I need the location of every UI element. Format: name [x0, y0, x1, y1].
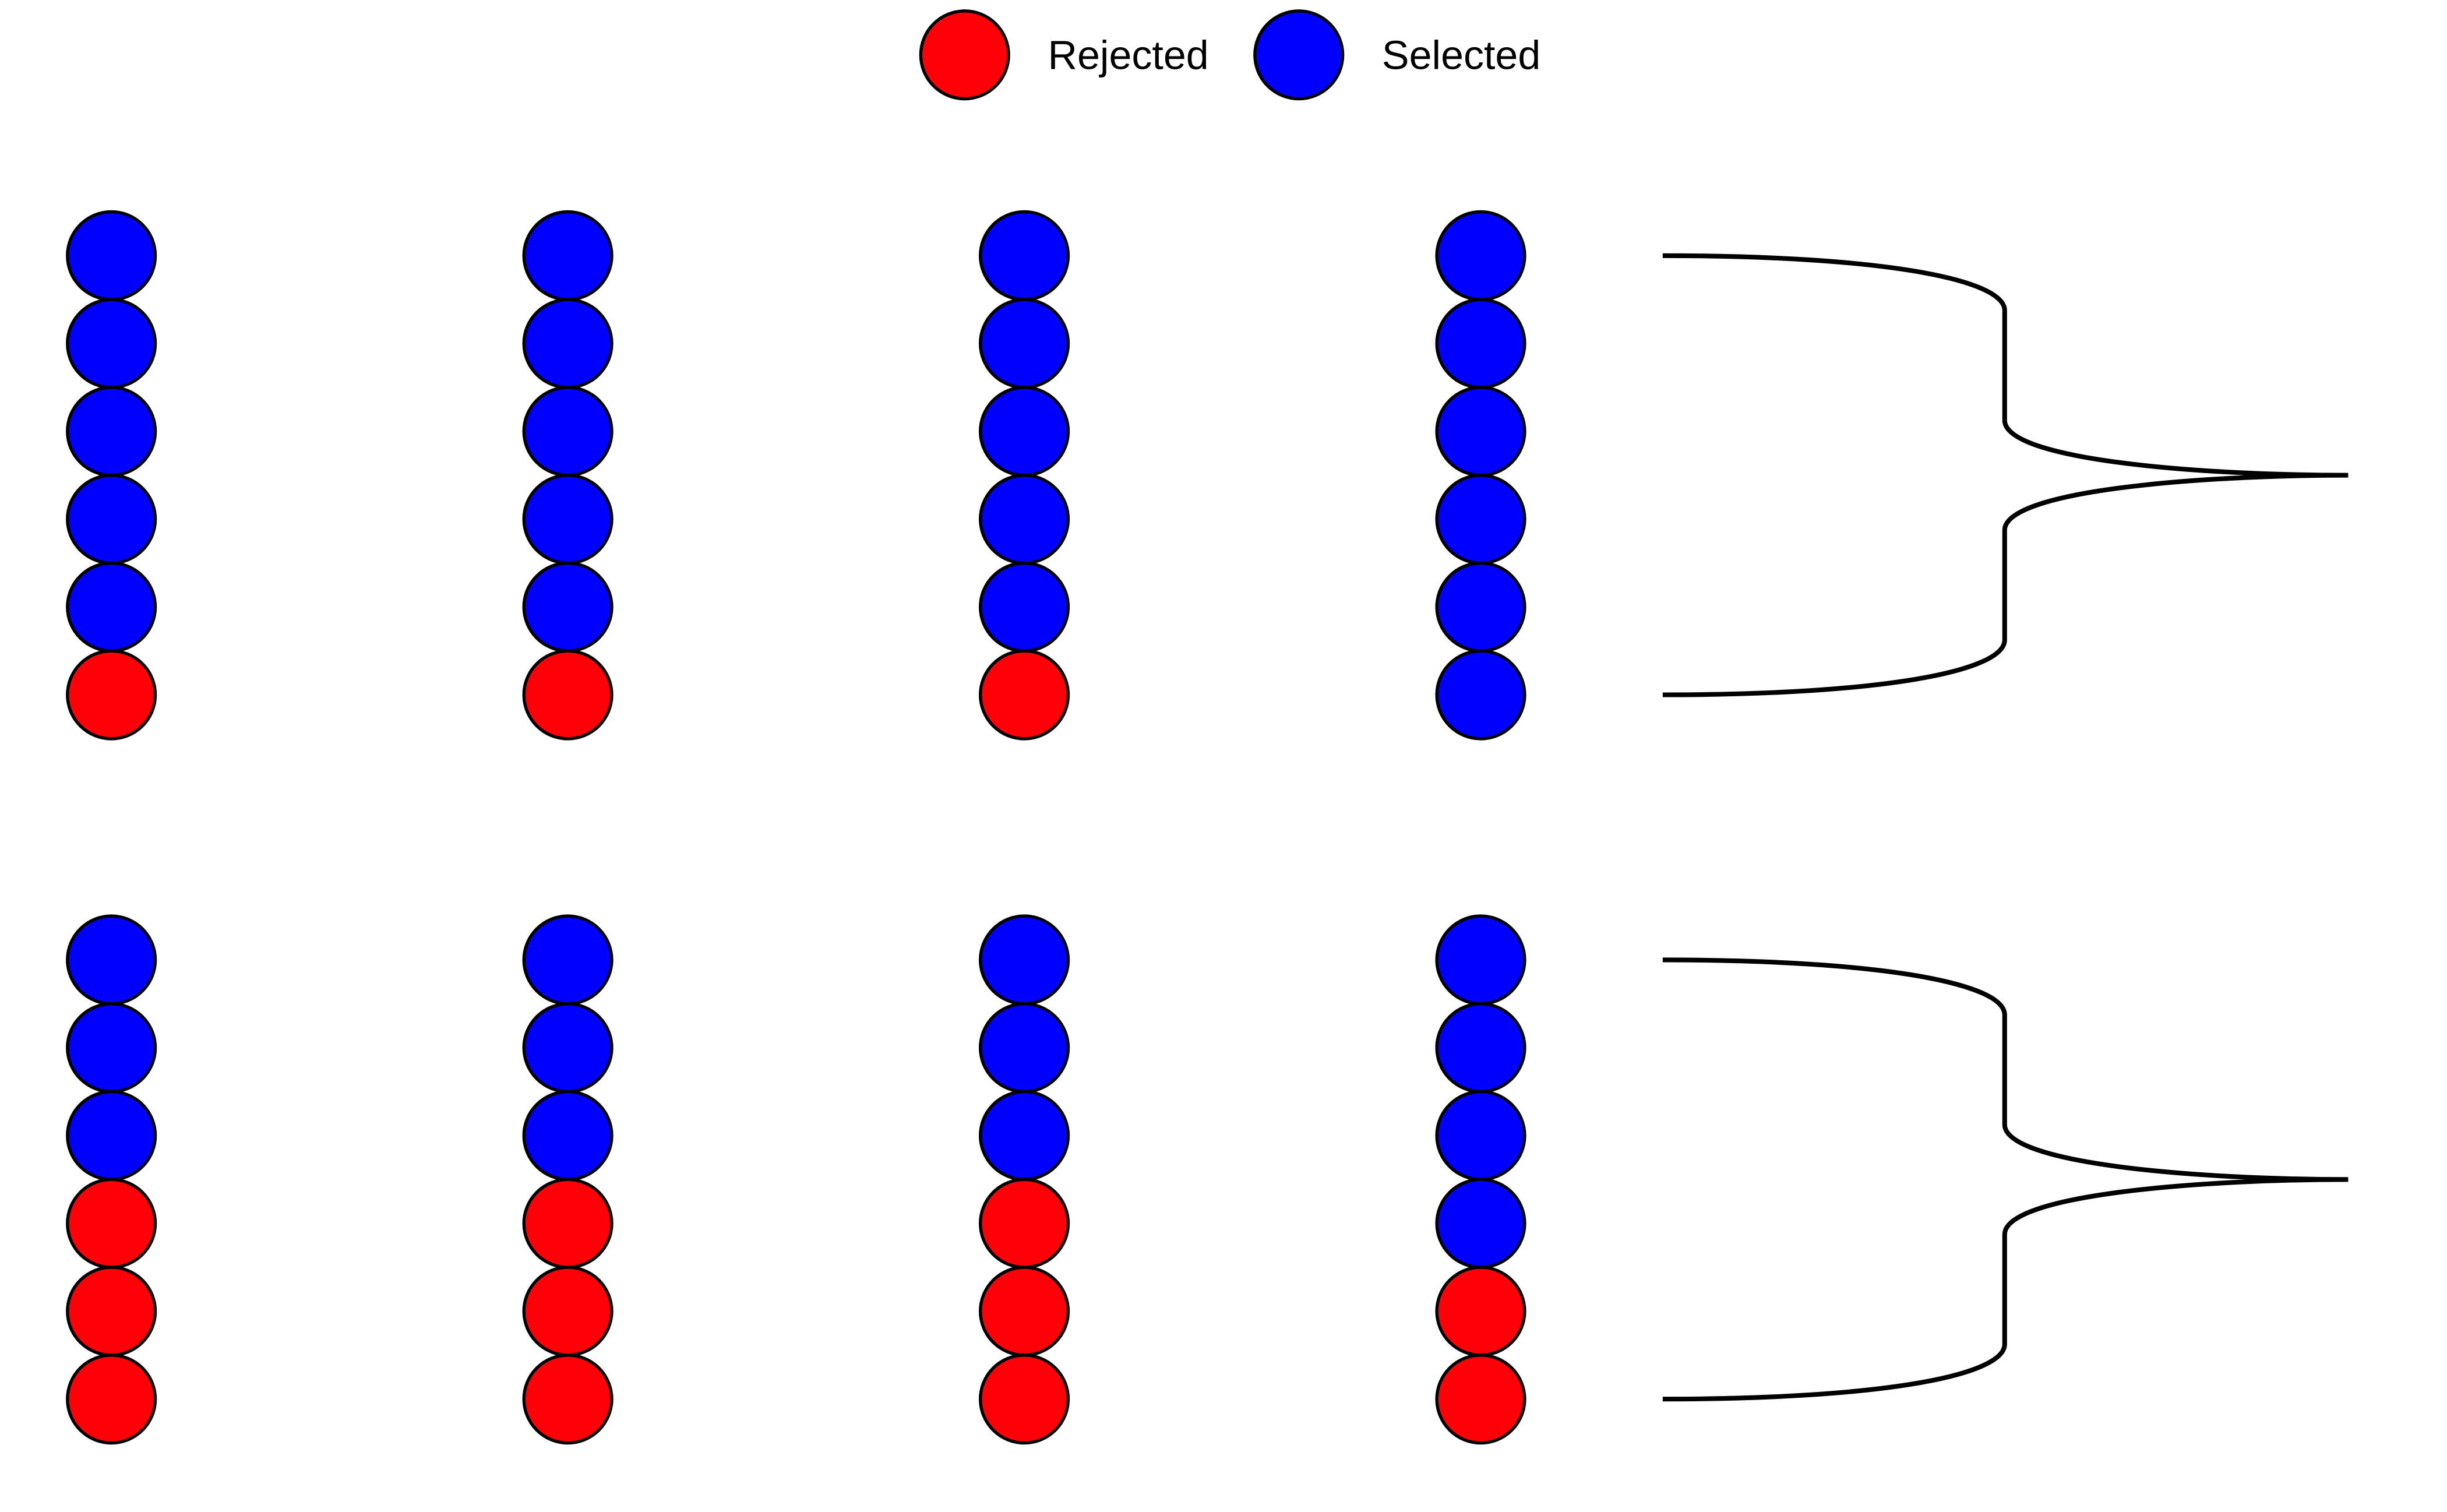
dot-rejected	[1435, 1266, 1526, 1357]
dot-rejected	[66, 649, 157, 741]
group-2	[66, 914, 1526, 1445]
dot-selected	[1435, 386, 1526, 477]
legend-selected-label: Selected	[1382, 32, 1540, 77]
dot-rejected	[66, 1354, 157, 1445]
dot-selected	[66, 1090, 157, 1182]
dot-selected	[979, 1002, 1070, 1094]
dot-grid	[66, 210, 1526, 1445]
dot-selected	[522, 473, 613, 565]
dot-selected	[522, 298, 613, 389]
dot-selected	[522, 1090, 613, 1182]
dot-selected	[1435, 561, 1526, 653]
dot-selected	[522, 914, 613, 1006]
dot-selected	[522, 561, 613, 653]
dot-selected	[66, 210, 157, 301]
dot-rejected	[979, 1354, 1070, 1445]
dot-selected	[66, 1002, 157, 1094]
dot-selected	[1435, 1002, 1526, 1094]
legend-selected-swatch	[1253, 9, 1345, 101]
dot-selected	[1435, 298, 1526, 389]
dot-selected	[1435, 1090, 1526, 1182]
dot-selected	[66, 914, 157, 1006]
dot-rejected	[522, 649, 613, 741]
dot-rejected	[979, 1266, 1070, 1357]
dot-selected	[979, 386, 1070, 477]
dot-rejected	[1435, 1354, 1526, 1445]
dot-selected	[66, 386, 157, 477]
dot-selected	[979, 210, 1070, 301]
legend: Rejected Selected	[919, 9, 1540, 101]
dot-selected	[979, 298, 1070, 389]
dot-selected	[66, 298, 157, 389]
dot-rejected	[522, 1178, 613, 1269]
dot-selected	[1435, 473, 1526, 565]
legend-rejected-label: Rejected	[1048, 32, 1208, 77]
dot-selected	[979, 561, 1070, 653]
dot-selected	[979, 914, 1070, 1006]
braces	[1662, 253, 2349, 1402]
dot-selected	[1435, 210, 1526, 301]
dot-rejected	[979, 649, 1070, 741]
dot-selected	[66, 473, 157, 565]
dot-rejected	[66, 1266, 157, 1357]
dot-selected	[979, 1090, 1070, 1182]
dot-rejected	[522, 1266, 613, 1357]
dot-rejected	[979, 1178, 1070, 1269]
dot-selected	[1435, 1178, 1526, 1269]
dot-rejected	[66, 1178, 157, 1269]
legend-rejected-swatch	[919, 9, 1010, 101]
dot-selected	[1435, 914, 1526, 1006]
dot-selected	[522, 386, 613, 477]
dot-rejected	[522, 1354, 613, 1445]
dot-selected	[522, 210, 613, 301]
dot-selected	[1435, 649, 1526, 741]
dot-selected	[66, 561, 157, 653]
dot-selected	[522, 1002, 613, 1094]
brace-group-1	[1662, 253, 2349, 697]
brace-group-2	[1662, 957, 2349, 1402]
dot-selected	[979, 473, 1070, 565]
group-1	[66, 210, 1526, 741]
